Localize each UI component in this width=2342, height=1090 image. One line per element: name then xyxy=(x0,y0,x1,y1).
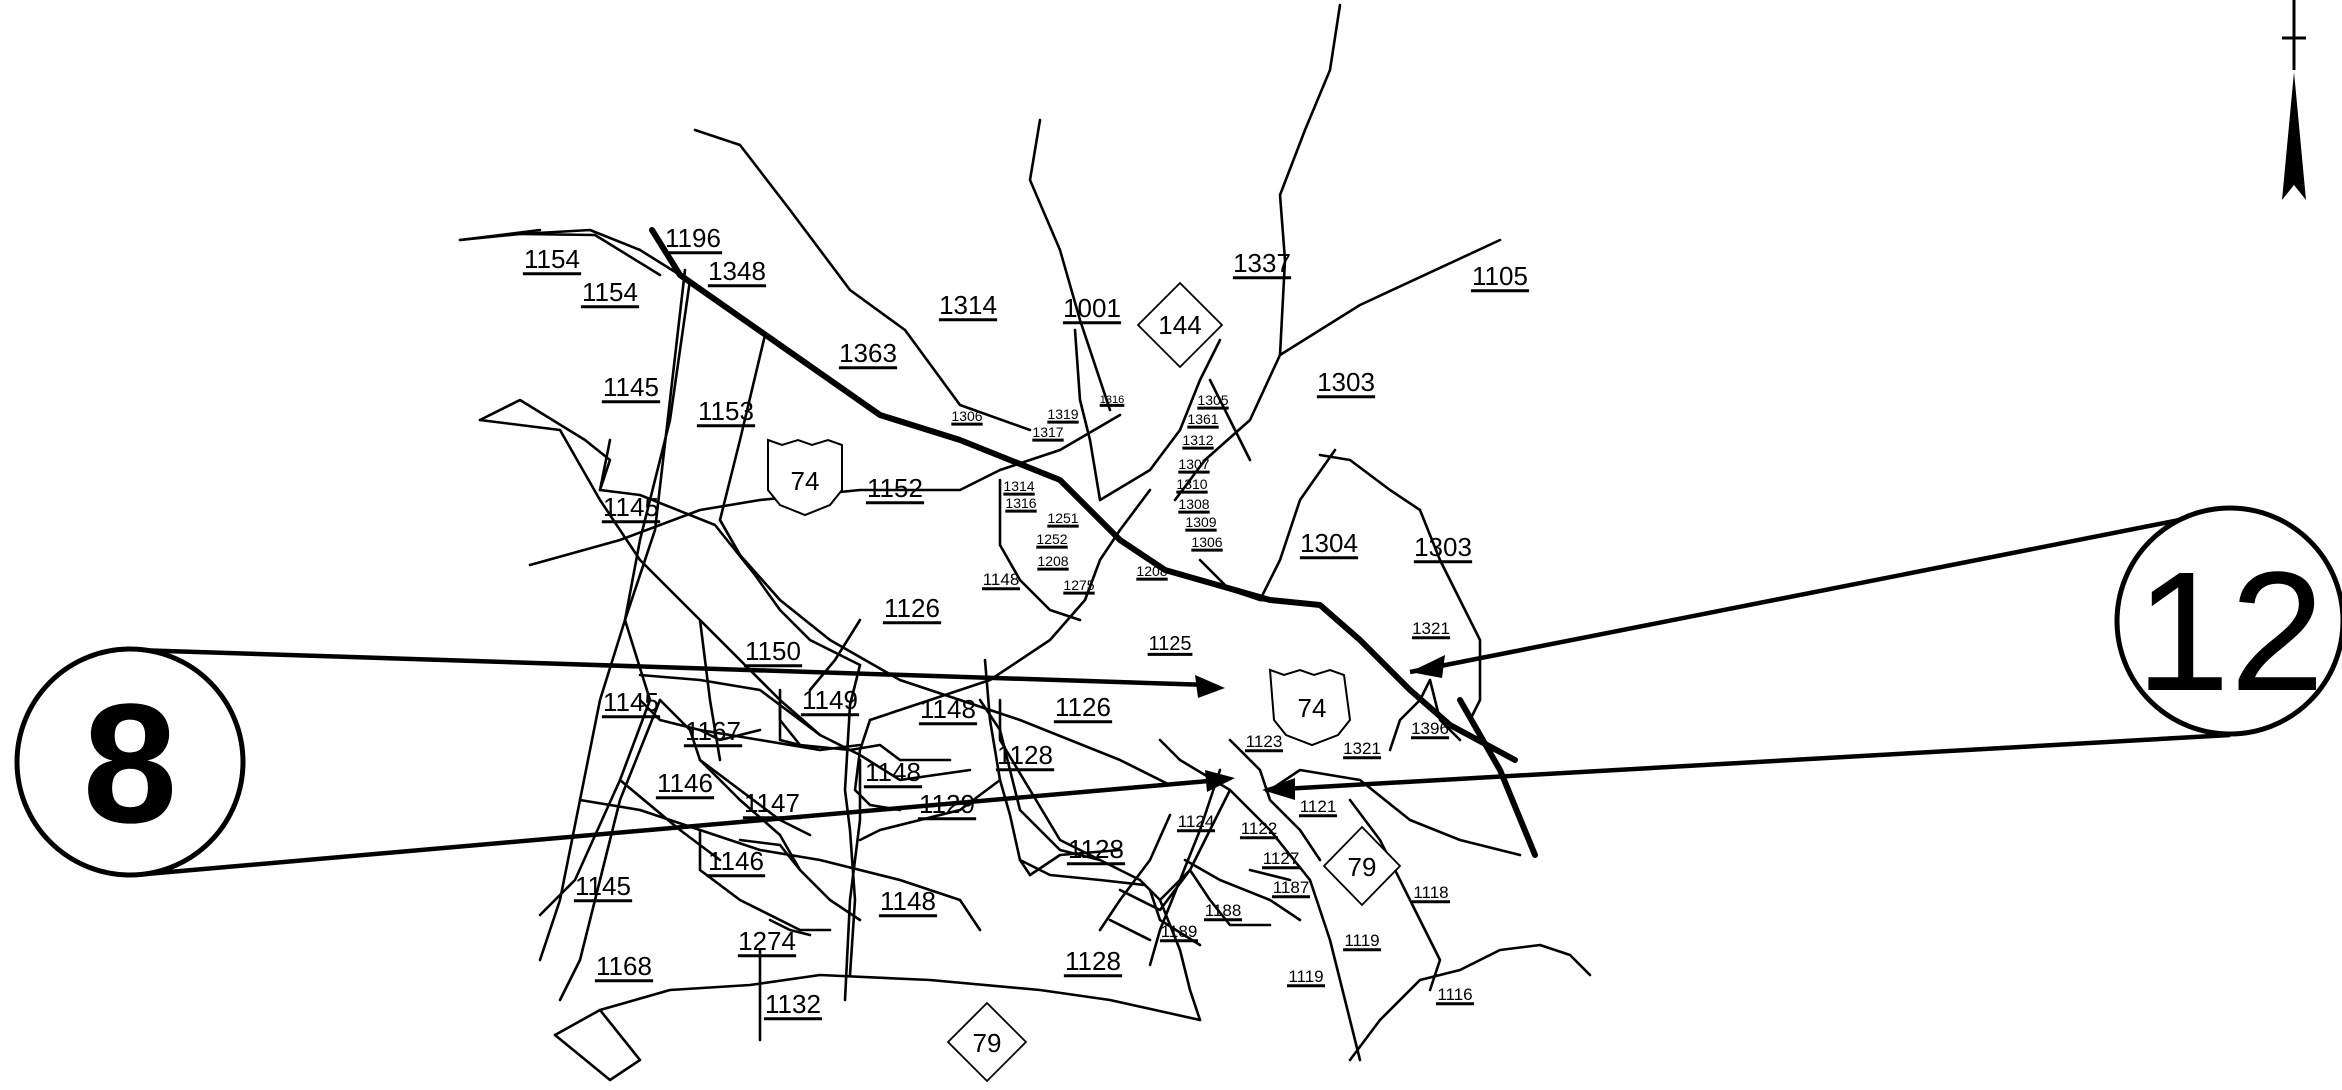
road-label: 1337 xyxy=(1233,248,1291,278)
road-label: 1149 xyxy=(802,685,858,715)
road-label: 1147 xyxy=(744,788,800,818)
road-label: 1188 xyxy=(1205,901,1242,920)
road-label: 1126 xyxy=(1055,692,1111,722)
road-label: 1361 xyxy=(1187,411,1218,427)
road-label: 1154 xyxy=(524,244,580,274)
road-label: 1396 xyxy=(1411,719,1449,738)
road-label: 1168 xyxy=(596,951,652,981)
road-label: 1119 xyxy=(1344,931,1379,950)
road-label: 1316 xyxy=(1100,394,1124,406)
road-label: 1145 xyxy=(603,687,659,717)
shield-label: 74 xyxy=(791,466,820,496)
road-label: 1321 xyxy=(1343,739,1381,758)
road-label: 1348 xyxy=(708,256,766,286)
road-label: 1125 xyxy=(1148,633,1191,655)
nc-route-marker-79-south: 79 xyxy=(946,1001,1028,1083)
callout-number: 12 xyxy=(2135,537,2324,727)
callout-number: 8 xyxy=(83,669,178,859)
road-label: 1153 xyxy=(698,396,754,426)
road-label: 1308 xyxy=(1178,496,1209,512)
road-label: 1314 xyxy=(939,290,997,320)
road-label: 1132 xyxy=(765,989,821,1019)
road-label: 1148 xyxy=(865,757,921,787)
road-label: 1145 xyxy=(603,492,659,522)
north-arrow-icon xyxy=(2282,0,2306,200)
svg-text:79: 79 xyxy=(973,1028,1002,1058)
road-label: 1189 xyxy=(1161,922,1198,941)
road-label: 1146 xyxy=(708,846,764,876)
road-label: 1316 xyxy=(1005,495,1036,511)
road-label: 1145 xyxy=(603,372,659,402)
road-label: 1116 xyxy=(1437,985,1472,1004)
road-label: 1319 xyxy=(1047,406,1078,422)
road-label: 1305 xyxy=(1197,392,1228,408)
svg-text:74: 74 xyxy=(1298,693,1327,723)
road-label: 1312 xyxy=(1182,432,1213,448)
local-roads xyxy=(458,3,1592,1082)
road-label: 1303 xyxy=(1317,367,1375,397)
road-label: 1148 xyxy=(880,886,936,916)
road-label: 1154 xyxy=(582,277,638,307)
road-label: 1306 xyxy=(1191,534,1222,550)
road-label: 1314 xyxy=(1003,478,1034,494)
road-label: 1127 xyxy=(1263,849,1300,868)
road-label: 1307 xyxy=(1178,456,1209,472)
road-label: 1306 xyxy=(951,408,982,424)
road-label: 1121 xyxy=(1300,797,1337,816)
major-highways xyxy=(649,227,1538,858)
road-label: 1128 xyxy=(1068,834,1124,864)
road-label: 1119 xyxy=(1288,967,1323,986)
callout-8: 8 xyxy=(14,646,1235,878)
road-label: 1309 xyxy=(1185,514,1216,530)
road-label: 1123 xyxy=(1246,732,1283,751)
road-label: 1146 xyxy=(657,768,713,798)
nc-route-marker-144: 144 xyxy=(1136,281,1224,369)
road-label: 1122 xyxy=(1241,819,1278,838)
road-label: 1124 xyxy=(1178,812,1215,831)
road-label: 1148 xyxy=(920,694,976,724)
road-label: 1105 xyxy=(1472,261,1528,291)
road-label: 1208 xyxy=(1136,563,1167,579)
road-label: 1148 xyxy=(983,570,1020,589)
road-label: 1251 xyxy=(1047,510,1078,526)
road-label: 1128 xyxy=(997,740,1053,770)
road-label: 1252 xyxy=(1036,531,1067,547)
us-route-shield-74-east: 74 xyxy=(1268,668,1352,747)
road-label: 1118 xyxy=(1413,883,1448,902)
road-label: 1321 xyxy=(1412,619,1450,638)
road-label: 1126 xyxy=(884,593,940,623)
callout-12: 12 xyxy=(1262,505,2342,800)
road-label: 1001 xyxy=(1063,293,1121,323)
road-label: 1129 xyxy=(919,789,975,819)
road-label: 1152 xyxy=(867,473,923,503)
svg-text:79: 79 xyxy=(1348,852,1377,882)
road-label: 1167 xyxy=(685,716,741,746)
road-label: 1317 xyxy=(1032,424,1063,440)
road-label: 1187 xyxy=(1273,878,1310,897)
nc-route-marker-79-east: 79 xyxy=(1322,825,1402,907)
svg-text:144: 144 xyxy=(1158,310,1201,340)
road-label: 1304 xyxy=(1300,528,1358,558)
road-label: 1310 xyxy=(1176,476,1207,492)
road-label: 1208 xyxy=(1037,553,1068,569)
road-label: 1303 xyxy=(1414,532,1472,562)
road-label: 1128 xyxy=(1065,946,1121,976)
road-label: 1196 xyxy=(665,223,721,253)
road-label: 1150 xyxy=(745,636,801,666)
road-label: 1145 xyxy=(575,871,631,901)
road-label: 1363 xyxy=(839,338,897,368)
road-label: 1275 xyxy=(1063,577,1094,593)
us-route-shield-74-west: 74 xyxy=(767,438,843,517)
road-label: 1274 xyxy=(738,926,796,956)
